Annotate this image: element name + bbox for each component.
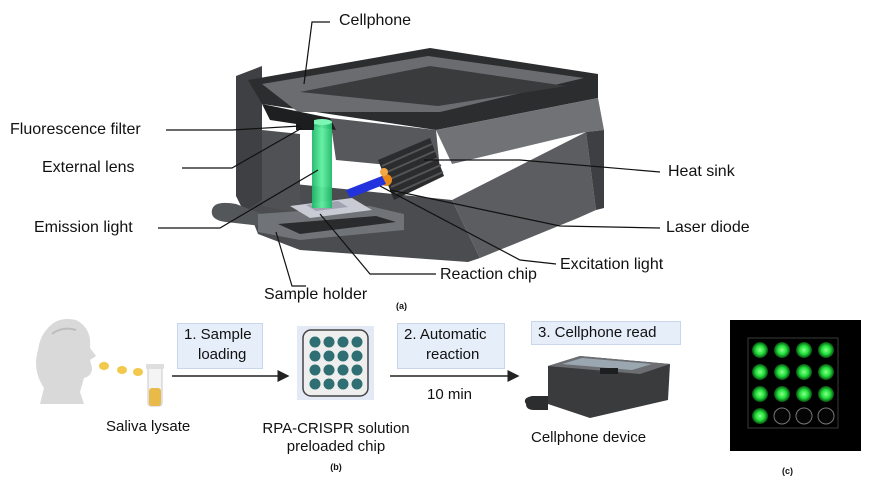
- photo-well: [774, 386, 790, 402]
- test-tube-icon: [146, 364, 164, 407]
- label-emission-light: Emission light: [34, 219, 133, 236]
- chip-well: [323, 336, 335, 348]
- label-fluorescence-filter: Fluorescence filter: [10, 121, 141, 138]
- photo-well: [796, 364, 812, 380]
- label-reaction-chip: Reaction chip: [440, 266, 537, 283]
- photo-well: [773, 407, 791, 425]
- chip-well: [337, 378, 349, 390]
- label-excitation-light: Excitation light: [560, 256, 664, 273]
- label-saliva-lysate: Saliva lysate: [106, 418, 191, 435]
- chip-wells: [309, 336, 363, 390]
- label-chip-line2: preloaded chip: [286, 438, 386, 455]
- chip-well: [309, 336, 321, 348]
- saliva-figure: [36, 319, 164, 407]
- label-cellphone: Cellphone: [339, 12, 412, 29]
- step-1-box: 1. Sample loading: [177, 323, 263, 369]
- photo-well: [795, 407, 813, 425]
- label-reaction-time: 10 min: [427, 386, 473, 403]
- label-external-lens: External lens: [42, 159, 135, 176]
- step-1-line1: 1. Sample: [184, 326, 252, 343]
- label-cellphone-device: Cellphone device: [531, 429, 647, 446]
- label-heat-sink: Heat sink: [668, 163, 735, 180]
- chip-well: [323, 378, 335, 390]
- person-icon: [36, 319, 96, 404]
- external-lens: [296, 118, 314, 130]
- panel-a-tag: (a): [396, 301, 407, 311]
- device-body-left-wall: [236, 66, 262, 212]
- emission-beam: [312, 122, 332, 208]
- step-2-line1: 2. Automatic: [404, 326, 487, 343]
- panel-c-tag: (c): [782, 466, 793, 476]
- chip-well: [309, 350, 321, 362]
- excitation-beam: [346, 176, 386, 198]
- device-right-outer: [586, 130, 604, 210]
- chip-well: [337, 336, 349, 348]
- photo-well: [752, 408, 768, 424]
- photo-well: [752, 364, 768, 380]
- chip-well: [323, 364, 335, 376]
- photo-well: [817, 407, 835, 425]
- chip-well: [323, 350, 335, 362]
- chip-well: [351, 336, 363, 348]
- cellphone-slot-inner: [300, 66, 566, 106]
- preloaded-chip-icon: [297, 326, 374, 400]
- photo-well: [796, 386, 812, 402]
- photo-well: [752, 386, 768, 402]
- photo-well: [818, 342, 834, 358]
- chip-well: [351, 378, 363, 390]
- fluorescence-photo: [730, 320, 861, 451]
- left-lower-wall: [262, 130, 300, 214]
- photo-well: [796, 342, 812, 358]
- label-chip-line1: RPA-CRISPR solution: [262, 420, 410, 437]
- chip-well: [309, 378, 321, 390]
- chip-well: [351, 350, 363, 362]
- label-sample-holder: Sample holder: [264, 286, 368, 303]
- sample-holder-slot: [278, 216, 396, 234]
- device-right-wall: [436, 98, 604, 164]
- chip-well: [351, 364, 363, 376]
- photo-well: [818, 386, 834, 402]
- step-2-line2: reaction: [426, 346, 480, 363]
- photo-chip-frame: [747, 337, 839, 429]
- step-3-box: 3. Cellphone read: [531, 321, 681, 345]
- chip-well: [309, 364, 321, 376]
- sample-holder-tab: [211, 202, 262, 226]
- leader-lines: [158, 21, 661, 287]
- saliva-droplet-icon: [99, 362, 109, 370]
- step-1-line2: loading: [198, 346, 247, 363]
- photo-well: [818, 364, 834, 380]
- heat-sink: [378, 138, 444, 200]
- emission-beam-top: [312, 119, 332, 125]
- label-laser-diode: Laser diode: [666, 219, 750, 236]
- panel-b-tag: (b): [330, 462, 342, 472]
- photo-well: [774, 342, 790, 358]
- step-2-box: 2. Automatic reaction: [397, 323, 505, 369]
- cellphone-device-icon: [524, 356, 670, 418]
- chip-well: [337, 350, 349, 362]
- chip-well: [337, 364, 349, 376]
- photo-well: [752, 342, 768, 358]
- device-cutaway: [211, 48, 604, 262]
- photo-wells: [747, 337, 839, 429]
- photo-well: [774, 364, 790, 380]
